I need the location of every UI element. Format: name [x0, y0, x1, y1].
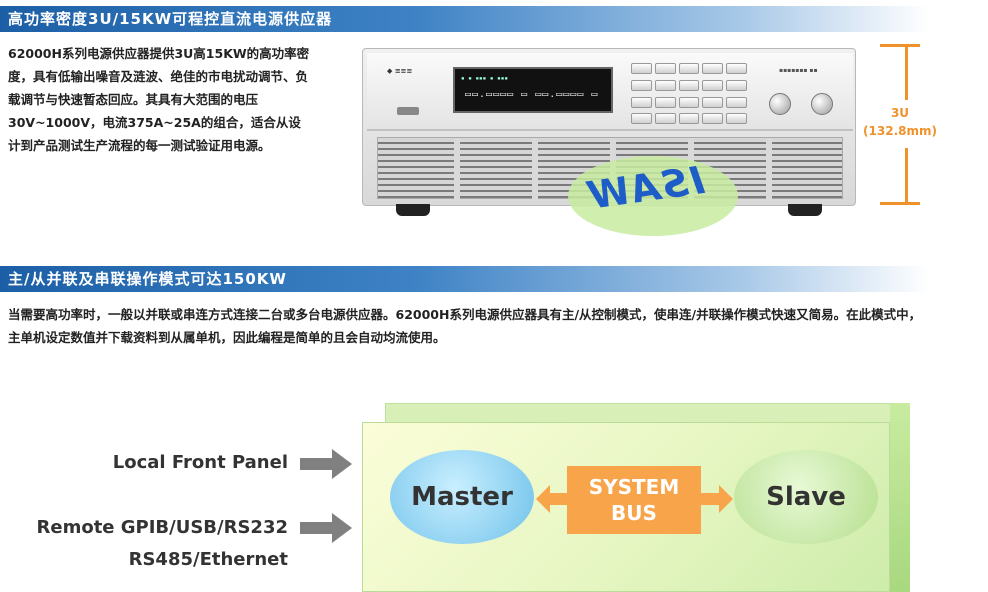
section-title-high-density: 高功率密度3U/15KW可程控直流电源供应器 [0, 6, 930, 32]
dimension-mm-label: (132.8mm) [863, 124, 937, 138]
arrow-left-icon [536, 485, 568, 513]
master-node: Master [390, 450, 534, 544]
power-supply-chassis: ◆ ≡≡≡ ▪ ▪ ▪▪▪ ▪ ▪▪▪ ▭▭.▭▭▭▭ ▭ ▭▭.▭▭▭▭ ▭ … [362, 48, 856, 206]
section-title-master-slave: 主/从并联及串联操作模式可达150KW [0, 266, 930, 292]
section-paragraph-high-density: 62000H系列电源供应器提供3U高15KW的高功率密度，具有低输出噪音及涟波、… [8, 46, 310, 153]
power-supply-display: ▪ ▪ ▪▪▪ ▪ ▪▪▪ ▭▭.▭▭▭▭ ▭ ▭▭.▭▭▭▭ ▭ [453, 67, 613, 113]
arrow-right-icon [300, 513, 352, 543]
input-local-label: Local Front Panel [112, 452, 288, 473]
model-plate: ▪▪▪▪▪▪▪ ▪▪ [779, 67, 818, 74]
system-bus-label: SYSTEM [588, 475, 680, 499]
device-foot-left [396, 204, 430, 216]
voltage-knob-icon [769, 93, 791, 115]
power-supply-front-panel: ◆ ≡≡≡ ▪ ▪ ▪▪▪ ▪ ▪▪▪ ▭▭.▭▭▭▭ ▭ ▭▭.▭▭▭▭ ▭ … [367, 53, 853, 131]
dimension-line-top [905, 44, 908, 100]
diagram-box-side [890, 403, 910, 592]
dimension-units-label: 3U [890, 106, 910, 120]
dimension-line-bottom [905, 148, 908, 204]
input-remote-label: Remote GPIB/USB/RS232 [36, 517, 289, 538]
slave-node: Slave [734, 450, 878, 544]
arrow-right-icon [701, 485, 733, 513]
section-paragraph-master-slave: 当需要高功率时，一般以并联或串连方式连接二台或多台电源供应器。62000H系列电… [8, 307, 922, 345]
brand-logo: ◆ ≡≡≡ [387, 67, 413, 75]
display-readout: ▭▭.▭▭▭▭ ▭ ▭▭.▭▭▭▭ ▭ [465, 89, 599, 100]
power-switch-icon [397, 107, 419, 115]
watermark-blob [568, 156, 738, 236]
arrow-right-icon [300, 449, 352, 479]
system-bus-label-line2: BUS [611, 501, 657, 525]
power-supply-image: ◆ ≡≡≡ ▪ ▪ ▪▪▪ ▪ ▪▪▪ ▭▭.▭▭▭▭ ▭ ▭▭.▭▭▭▭ ▭ … [362, 48, 856, 236]
display-status-line: ▪ ▪ ▪▪▪ ▪ ▪▪▪ [461, 75, 508, 82]
system-bus-box: SYSTEM BUS [567, 466, 701, 534]
current-knob-icon [811, 93, 833, 115]
input-remote-label-line2: RS485/Ethernet [128, 549, 288, 570]
dimension-cap-bottom [880, 202, 920, 205]
keypad [631, 63, 747, 127]
dimension-cap-top [880, 44, 920, 47]
knob-panel: ▪▪▪▪▪▪▪ ▪▪ [759, 63, 849, 127]
device-foot-right [788, 204, 822, 216]
